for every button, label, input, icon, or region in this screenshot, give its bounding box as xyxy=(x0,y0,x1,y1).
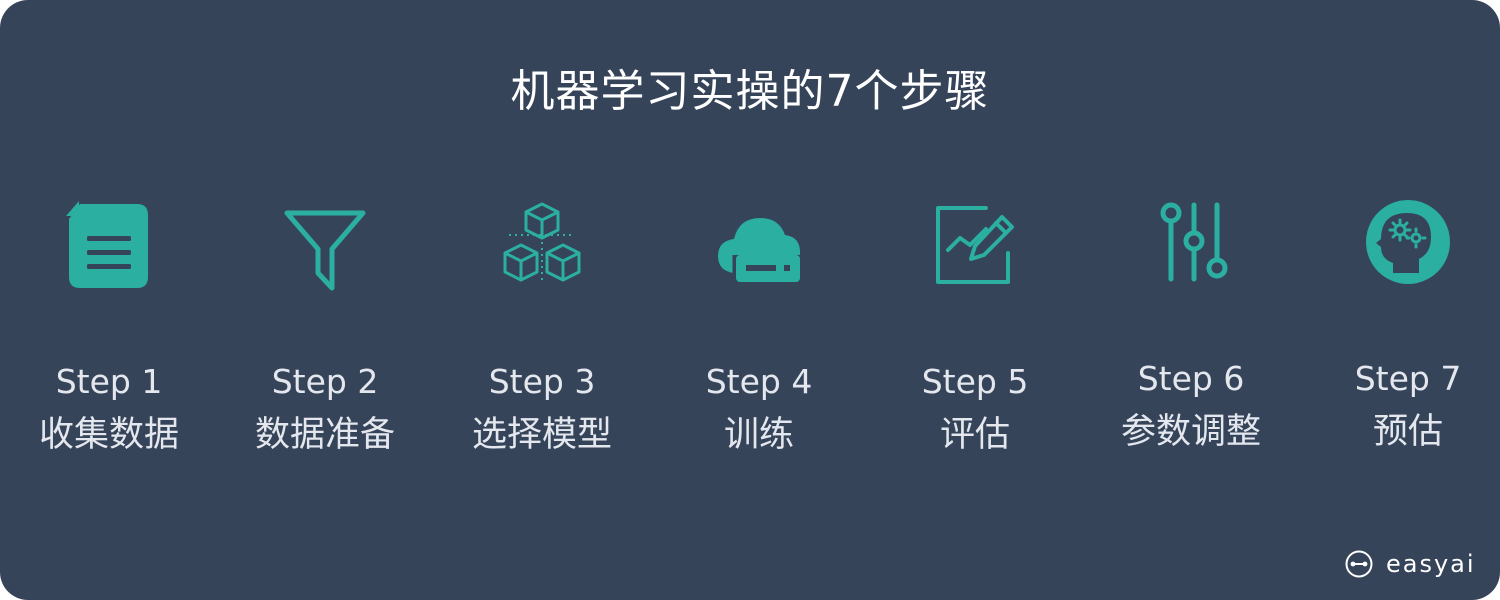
step-name: 收集数据 xyxy=(38,415,179,455)
brand-logo: easyai xyxy=(1345,547,1485,581)
chart-edit-icon xyxy=(930,195,1020,295)
cloud-server-icon xyxy=(714,195,804,295)
funnel-icon xyxy=(280,195,370,295)
step-name: 选择模型 xyxy=(471,415,612,455)
step-label: Step 6 xyxy=(1137,359,1245,398)
easyai-logo-icon xyxy=(1345,550,1373,578)
step-name: 训练 xyxy=(723,415,794,455)
page-title: 机器学习实操的7个步骤 xyxy=(510,66,990,117)
step-name: 评估 xyxy=(939,415,1010,455)
step-label: Step 4 xyxy=(705,362,813,401)
cubes-icon xyxy=(497,195,587,295)
sliders-icon xyxy=(1146,195,1236,295)
step-name: 参数调整 xyxy=(1120,412,1261,452)
step-label: Step 1 xyxy=(55,362,163,401)
document-icon xyxy=(64,195,154,295)
step-name: 预估 xyxy=(1372,412,1443,452)
step-label: Step 3 xyxy=(488,362,596,401)
step-name: 数据准备 xyxy=(254,415,395,455)
step-label: Step 7 xyxy=(1354,359,1462,398)
step-label: Step 5 xyxy=(921,362,1029,401)
brand-text: easyai xyxy=(1386,550,1476,578)
brain-gears-icon xyxy=(1363,195,1453,295)
step-label: Step 2 xyxy=(271,362,379,401)
